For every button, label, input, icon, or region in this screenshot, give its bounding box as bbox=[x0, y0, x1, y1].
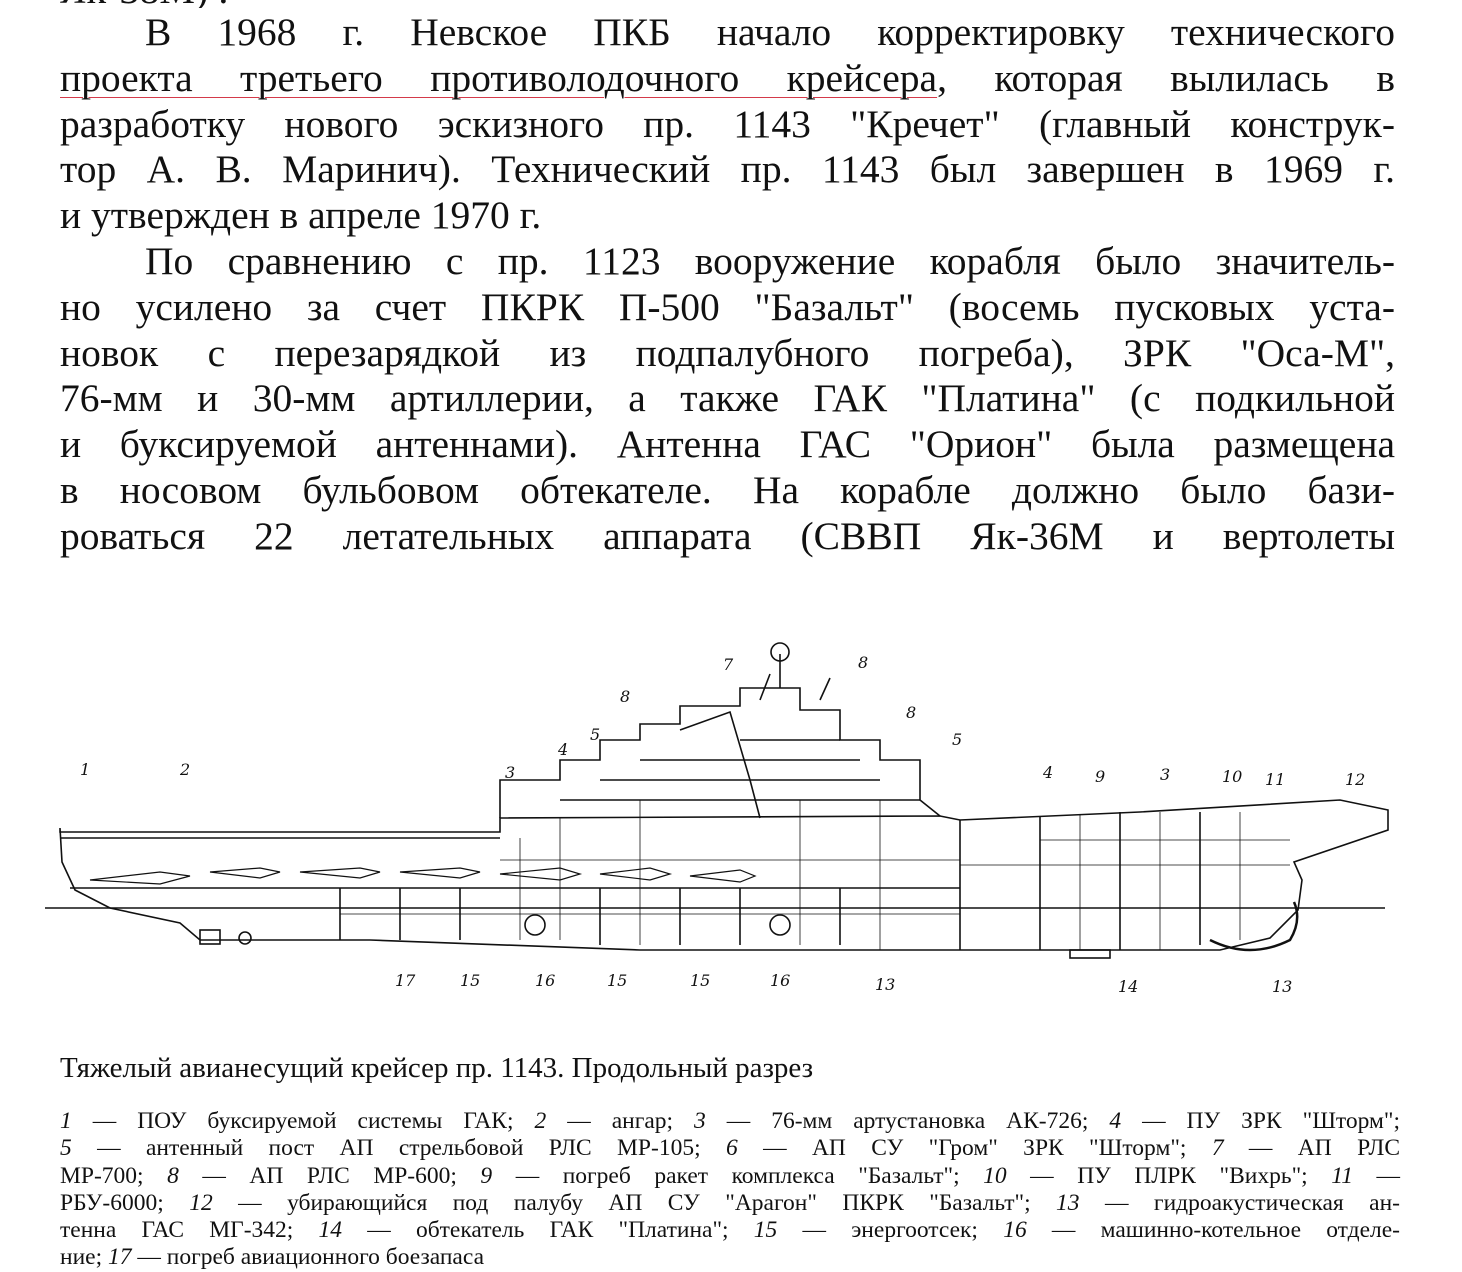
legend-text: МР-700; bbox=[60, 1162, 168, 1189]
callout-label: 8 bbox=[620, 687, 630, 706]
callout-label: 4 bbox=[1042, 763, 1053, 782]
legend-line: 1 — ПОУ буксируемой системы ГАК; 2 — анг… bbox=[60, 1108, 1400, 1135]
legend-text: — погреб авиационного боезапаса bbox=[131, 1244, 485, 1271]
legend-text: — антенный пост АП стрельбовой РЛС МР-10… bbox=[71, 1135, 726, 1162]
callout-label: 8 bbox=[906, 703, 916, 722]
legend-text: — машинно-котельное отделе- bbox=[1026, 1217, 1400, 1244]
legend-text: — АП РЛС bbox=[1223, 1135, 1400, 1162]
callout-label: 16 bbox=[770, 971, 790, 990]
callout-label: 15 bbox=[607, 971, 627, 990]
body-text: В 1968 г. Невское ПКБ начало корректиров… bbox=[60, 10, 1395, 560]
text-line: В 1968 г. Невское ПКБ начало корректиров… bbox=[145, 10, 1395, 54]
figure-caption: Тяжелый авианесущий крейсер пр. 1143. Пр… bbox=[60, 1052, 814, 1084]
callout-label: 15 bbox=[690, 971, 710, 990]
legend-number: 4 bbox=[1109, 1108, 1122, 1134]
legend-number: 10 bbox=[983, 1162, 1007, 1189]
legend-line: тенна ГАС МГ-342; 14 — обтекатель ГАК "П… bbox=[60, 1217, 1400, 1244]
legend-text: — гидроакустическая ан- bbox=[1079, 1189, 1400, 1216]
text-line: разработку нового эскизного пр. 1143 "Кр… bbox=[60, 101, 1395, 146]
text-line: роваться 22 летательных аппарата (СВВП Я… bbox=[60, 513, 1395, 558]
callout-label: 14 bbox=[1118, 977, 1138, 996]
legend-number: 16 bbox=[1003, 1217, 1027, 1244]
callout-label: 7 bbox=[723, 655, 734, 674]
legend-number: 5 bbox=[60, 1135, 72, 1162]
legend-number: 1 bbox=[60, 1108, 72, 1134]
callout-label: 13 bbox=[1272, 977, 1292, 996]
cut-off-text: Як-38М) . bbox=[60, 0, 390, 8]
callout-label: 13 bbox=[875, 975, 895, 994]
legend-line: РБУ-6000; 12 — убирающийся под палубу АП… bbox=[60, 1190, 1400, 1217]
legend-text: — ПУ ПЛРК "Вихрь"; bbox=[1006, 1162, 1332, 1189]
legend-text: — ПОУ буксируемой системы ГАК; bbox=[71, 1108, 535, 1134]
callout-label: 2 bbox=[179, 760, 190, 779]
callout-label: 5 bbox=[590, 725, 600, 744]
callout-label: 3 bbox=[505, 763, 515, 782]
legend-number: 3 bbox=[694, 1108, 706, 1134]
legend-text: — ангар; bbox=[546, 1108, 695, 1134]
text-line: По сравнению с пр. 1123 вооружение кораб… bbox=[145, 238, 1395, 283]
line-rest: , которая вылилась в bbox=[937, 55, 1395, 100]
underlined-fragment: проекта третьего противолодочного крейсе… bbox=[60, 55, 938, 100]
legend-text: ние; bbox=[60, 1244, 108, 1271]
legend-text: — 76-мм артустановка АК-726; bbox=[705, 1108, 1110, 1134]
legend-text: тенна ГАС МГ-342; bbox=[60, 1217, 319, 1244]
paragraph-1: В 1968 г. Невское ПКБ начало корректиров… bbox=[60, 10, 1395, 239]
callout-label: 10 bbox=[1222, 767, 1242, 786]
legend-line: ние; 17 — погреб авиационного боезапаса bbox=[60, 1244, 1400, 1271]
callout-label: 15 bbox=[460, 971, 480, 990]
callout-label: 12 bbox=[1345, 770, 1365, 789]
legend-number: 17 bbox=[108, 1244, 132, 1271]
legend-line: 5 — антенный пост АП стрельбовой РЛС МР-… bbox=[60, 1135, 1400, 1162]
callout-label: 17 bbox=[395, 971, 416, 990]
callout-label: 11 bbox=[1265, 770, 1285, 789]
callout-label: 5 bbox=[952, 730, 962, 749]
text-line: и утвержден в апреле 1970 г. bbox=[60, 193, 542, 238]
text-line: проекта третьего противолодочного крейсе… bbox=[60, 56, 1395, 102]
callout-label: 3 bbox=[1160, 765, 1170, 784]
ship-cross-section-figure: 1 2 3 4 5 8 7 8 8 5 4 9 3 10 11 12 17 15… bbox=[40, 640, 1390, 1000]
figure-legend: 1 — ПОУ буксируемой системы ГАК; 2 — анг… bbox=[60, 1108, 1400, 1272]
legend-text: — погреб ракет комплекса "Базальт"; bbox=[492, 1162, 984, 1189]
legend-text: — обтекатель ГАК "Платина"; bbox=[342, 1217, 754, 1244]
legend-text: — энергоотсек; bbox=[777, 1217, 1004, 1244]
text-line: в носовом бульбовом обтекателе. На кораб… bbox=[60, 467, 1395, 512]
text-line: и буксируемой антеннами). Антенна ГАС "О… bbox=[60, 422, 1395, 467]
legend-text: — АП СУ "Гром" ЗРК "Шторм"; bbox=[737, 1135, 1212, 1162]
callout-label: 16 bbox=[535, 971, 555, 990]
legend-text: — убирающийся под палубу АП СУ "Арагон" … bbox=[212, 1189, 1057, 1216]
legend-number: 13 bbox=[1056, 1189, 1080, 1216]
text-line: тор А. В. Маринич). Технический пр. 1143… bbox=[60, 147, 1395, 192]
text-line: но усилено за счет ПКРК П-500 "Базальт" … bbox=[60, 284, 1395, 329]
legend-number: 14 bbox=[318, 1217, 343, 1244]
legend-number: 11 bbox=[1331, 1162, 1353, 1189]
legend-text: — bbox=[1352, 1162, 1401, 1189]
callout-label: 8 bbox=[858, 653, 868, 672]
callout-label: 1 bbox=[80, 760, 90, 779]
legend-number: 12 bbox=[189, 1189, 213, 1216]
paragraph-2: По сравнению с пр. 1123 вооружение кораб… bbox=[60, 239, 1395, 560]
legend-text: — ПУ ЗРК "Шторм"; bbox=[1121, 1108, 1400, 1134]
legend-text: — АП РЛС МР-600; bbox=[178, 1162, 481, 1189]
legend-number: 7 bbox=[1211, 1135, 1224, 1162]
ship-drawing: 1 2 3 4 5 8 7 8 8 5 4 9 3 10 11 12 17 15… bbox=[45, 642, 1389, 996]
legend-number: 9 bbox=[480, 1162, 493, 1189]
cut-off-top-line: Як-38М) . bbox=[60, 0, 390, 8]
legend-line: МР-700; 8 — АП РЛС МР-600; 9 — погреб ра… bbox=[60, 1163, 1400, 1190]
legend-number: 15 bbox=[753, 1217, 778, 1244]
legend-number: 8 bbox=[167, 1162, 179, 1189]
callout-label: 9 bbox=[1095, 767, 1105, 786]
text-line: новок с перезарядкой из подпалубного пог… bbox=[60, 330, 1395, 375]
text-line: 76-мм и 30-мм артиллерии, а также ГАК "П… bbox=[60, 376, 1395, 421]
callout-label: 4 bbox=[557, 740, 568, 759]
legend-text: РБУ-6000; bbox=[60, 1189, 190, 1216]
legend-number: 2 bbox=[534, 1108, 547, 1134]
legend-number: 6 bbox=[725, 1135, 738, 1162]
